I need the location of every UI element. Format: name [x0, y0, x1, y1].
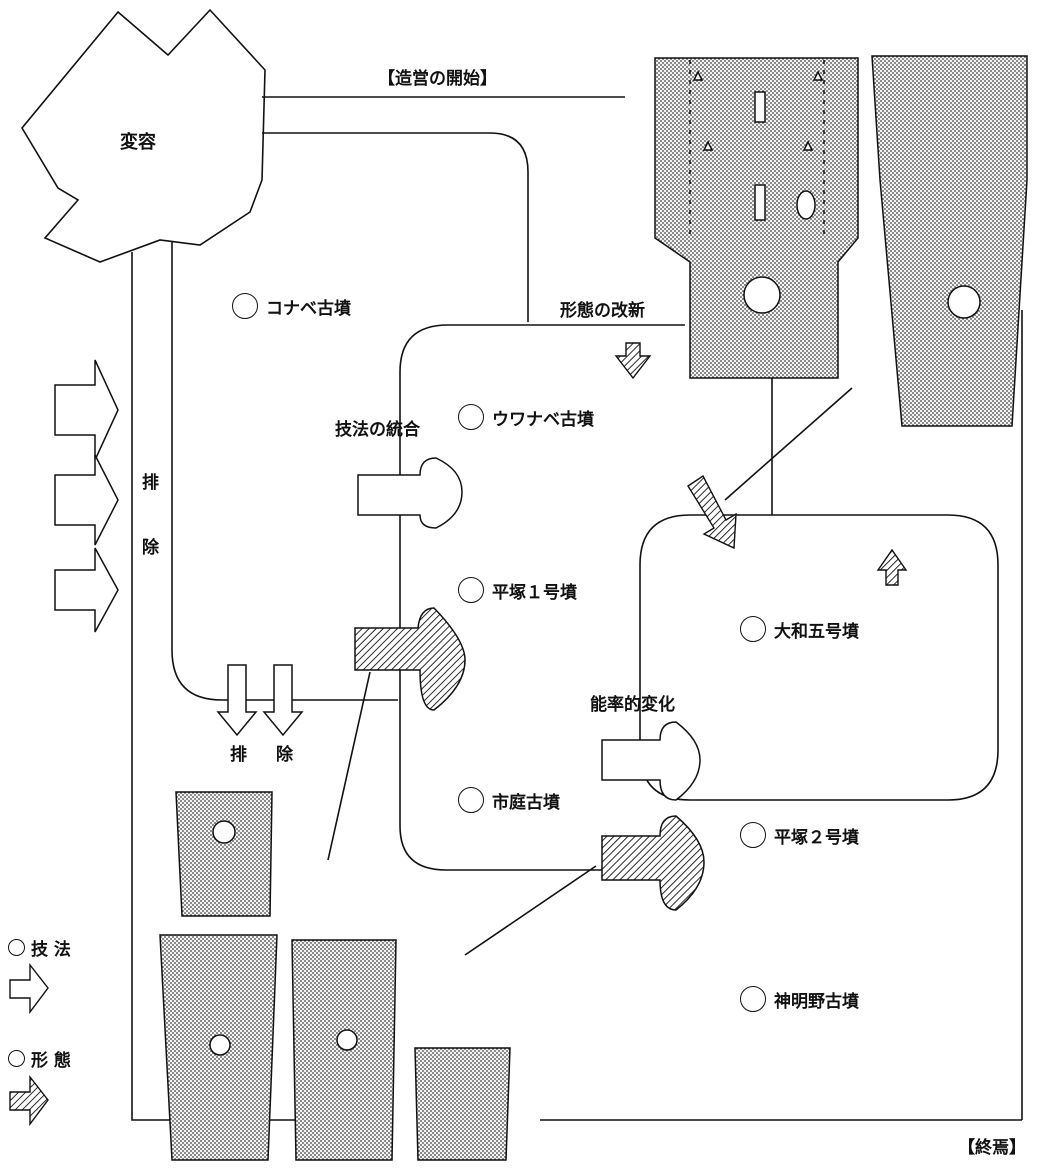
tomb-hiratsuka-2: 平塚２号墳 — [740, 822, 859, 848]
tomb-dot — [458, 787, 484, 813]
title-start: 【造営の開始】 — [378, 69, 497, 89]
tomb-dot — [232, 293, 258, 319]
stage1-left — [171, 242, 398, 701]
title-end: 【終焉】 — [958, 1138, 1026, 1158]
efficient-change-label: 能率的変化 — [590, 695, 675, 715]
legend-dot — [8, 1050, 25, 1067]
tomb-ichiniwa: 市庭古墳 — [458, 787, 560, 813]
technique-arrows-left — [54, 359, 119, 633]
form-innovation-label: 形態の改新 — [560, 301, 645, 321]
tomb-name: 市庭古墳 — [492, 792, 560, 813]
tomb-dot — [740, 616, 766, 642]
pointer-line-1 — [327, 671, 371, 861]
tomb-name: 大和五号墳 — [774, 621, 859, 642]
legend-technique-arrow — [9, 962, 49, 1015]
exclusion-vertical-2: 除 — [142, 538, 159, 558]
tomb-dot — [740, 822, 766, 848]
tomb-dot — [458, 577, 484, 603]
legend-form-label: 形 態 — [31, 1051, 71, 1071]
tomb-konabe: コナベ古墳 — [232, 293, 351, 319]
technique-integration-mark — [357, 457, 463, 529]
legend-dot — [8, 939, 25, 956]
artifact-bottom-1 — [159, 934, 278, 1161]
legend-form-arrow — [9, 1074, 49, 1127]
form-innovation-arrow — [614, 342, 652, 380]
tomb-name: 平塚２号墳 — [774, 827, 859, 848]
artifact-top-center — [654, 57, 859, 379]
outer-line — [131, 252, 352, 1121]
exclusion-bottom-1: 排 — [230, 745, 247, 765]
pointer-line-2 — [464, 865, 597, 956]
artifact-small — [175, 791, 273, 917]
technique-integration-label: 技法の統合 — [335, 420, 420, 440]
tomb-yamato-5: 大和五号墳 — [740, 616, 859, 642]
efficient-change-mark — [601, 721, 701, 801]
tomb-name: 神明野古墳 — [774, 991, 859, 1012]
transformation-blob — [21, 8, 266, 263]
tomb-hiratsuka-1: 平塚１号墳 — [458, 577, 577, 603]
exclusion-bottom-2: 除 — [276, 745, 293, 765]
form-up-arrow — [876, 548, 908, 586]
stage2-region — [399, 324, 685, 871]
artifact-top-right — [871, 55, 1028, 427]
form-mark-stage3 — [601, 815, 705, 911]
legend-technique: 技 法 — [8, 935, 71, 960]
tomb-uwanabe: ウワナベ古墳 — [458, 404, 594, 430]
legend-form: 形 態 — [8, 1046, 71, 1071]
transformation-label: 変容 — [120, 132, 156, 153]
stage3-box — [639, 514, 999, 801]
pointer-line-3 — [724, 387, 853, 501]
form-mark-stage2 — [354, 607, 466, 711]
tomb-name: 平塚１号墳 — [492, 582, 577, 603]
exclusion-vertical-1: 排 — [142, 473, 159, 493]
tomb-name: コナベ古墳 — [266, 298, 351, 319]
exclusion-arrows — [216, 664, 304, 737]
tomb-dot — [740, 986, 766, 1012]
legend-technique-label: 技 法 — [31, 940, 71, 960]
tomb-name: ウワナベ古墳 — [492, 409, 594, 430]
tomb-shinmeino: 神明野古墳 — [740, 986, 859, 1012]
tomb-dot — [458, 404, 484, 430]
artifact-bottom-2 — [291, 939, 397, 1161]
form-diagonal-arrow — [687, 474, 737, 550]
artifact-bottom-3 — [414, 1047, 511, 1161]
stage1-region — [262, 132, 529, 322]
